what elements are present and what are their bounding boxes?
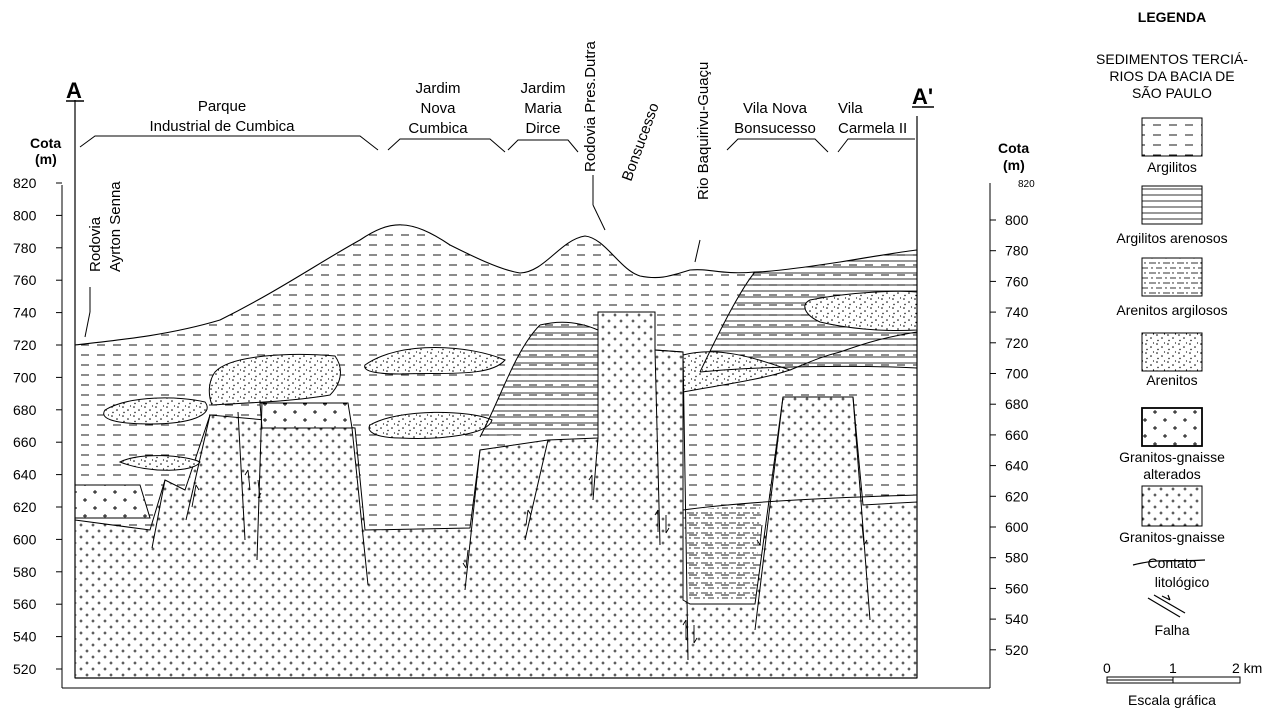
unit-arenitos-argilosos: [683, 505, 760, 602]
axis-tick-label: 600: [1005, 519, 1029, 535]
legend-label-arenitos: Arenitos: [1146, 372, 1197, 388]
location-nova-cumbica-2: Nova: [420, 100, 456, 117]
axis-tick-label: 700: [13, 369, 37, 385]
axis-tick-label: 520: [1005, 642, 1029, 658]
axis-tick-label: 700: [1005, 366, 1029, 382]
left-axis-title-1: Cota: [30, 135, 61, 151]
axis-tick-label: 720: [13, 337, 37, 353]
legend-swatch-argilitos: [1141, 117, 1203, 157]
axis-tick-label: 820: [13, 175, 37, 191]
legend: LEGENDA SEDIMENTOS TERCIÁ- RIOS DA BACIA…: [1096, 9, 1262, 708]
lithologic-contacts: [75, 271, 918, 519]
axis-tick-label: 560: [1005, 580, 1029, 596]
axis-tick-label: 680: [13, 402, 37, 418]
axis-tick-label: 640: [13, 467, 37, 483]
location-dutra: Rodovia Pres.Dutra: [582, 40, 599, 172]
axis-tick-label: 540: [1005, 611, 1029, 627]
legend-label-falha: Falha: [1154, 622, 1189, 638]
axis-tick-label: 760: [13, 272, 37, 288]
section-end-label: A': [912, 84, 933, 109]
location-ayrton-1: Rodovia: [87, 216, 104, 272]
unit-argilitos-arenosos-middle: [480, 322, 598, 437]
location-maria-dirce-1: Jardim: [520, 80, 565, 97]
legend-label-granitos-alterados-2: alterados: [1143, 466, 1201, 482]
axis-tick-label: 580: [1005, 550, 1029, 566]
legend-group-2: RIOS DA BACIA DE: [1109, 68, 1234, 84]
right-axis-title-2: (m): [1003, 157, 1025, 173]
axis-tick-label: 620: [1005, 488, 1029, 504]
axis-tick-label: 740: [13, 305, 37, 321]
legend-swatch-granitos-alterados: [1141, 407, 1203, 447]
axis-tick-label: 520: [13, 661, 37, 677]
axis-tick-label: 720: [1005, 335, 1029, 351]
axis-tick-label: 580: [13, 564, 37, 580]
scale-label-0: 0: [1103, 660, 1111, 676]
location-vila-carmela-2: Carmela II: [838, 120, 907, 137]
axis-tick-label: 660: [13, 434, 37, 450]
axis-tick-label: 640: [1005, 458, 1029, 474]
legend-group-3: SÃO PAULO: [1132, 85, 1212, 101]
legend-label-contato-1: Contato: [1147, 555, 1196, 571]
section-start-label: A: [66, 78, 82, 103]
legend-symbol-contato: [1132, 559, 1206, 566]
location-parque-1: Parque: [198, 98, 246, 115]
scale-caption: Escala gráfica: [1128, 692, 1216, 708]
legend-label-arenitos-argilosos: Arenitos argilosos: [1116, 302, 1227, 318]
axis-tick-label: 660: [1005, 427, 1029, 443]
axis-tick-label: 540: [13, 629, 37, 645]
legend-swatch-argilitos-arenosos: [1141, 185, 1203, 225]
legend-symbol-falha: [1147, 594, 1186, 618]
legend-label-contato-2: litológico: [1155, 574, 1210, 590]
legend-label-argilitos: Argilitos: [1147, 159, 1197, 175]
legend-label-granitos-alterados-1: Granitos-gnaisse: [1119, 449, 1225, 465]
scale-label-2: 2 km: [1232, 660, 1262, 676]
right-axis-top-tick: 820: [1018, 179, 1035, 190]
location-maria-dirce-2: Maria: [524, 100, 562, 117]
location-vila-nova-2: Bonsucesso: [734, 120, 816, 137]
axis-tick-label: 680: [1005, 396, 1029, 412]
axis-tick-label: 740: [1005, 304, 1029, 320]
location-labels: Parque Industrial de Cumbica Jardim Nova…: [79, 40, 915, 338]
section-body: [70, 100, 920, 679]
legend-swatch-arenitos-argilosos: [1141, 257, 1203, 297]
left-elevation-axis: Cota (m) 820 800 780 760 740 720 700 680 660 640 6…: [13, 135, 990, 689]
right-elevation-axis: Cota (m) 820 800 780 760 740 720 700 680 660 640…: [989, 140, 1035, 688]
legend-group-1: SEDIMENTOS TERCIÁ-: [1096, 51, 1248, 67]
axis-tick-label: 800: [1005, 212, 1029, 228]
right-axis-title-1: Cota: [998, 140, 1029, 156]
location-maria-dirce-3: Dirce: [525, 120, 560, 137]
location-baquirivu: Rio Baquirivu-Guaçu: [695, 62, 712, 200]
scale-bar: 0 1 2 km Escala gráfica: [1103, 660, 1262, 708]
axis-tick-label: 780: [13, 240, 37, 256]
legend-swatch-granitos: [1141, 485, 1203, 527]
axis-tick-label: 800: [13, 207, 37, 223]
legend-title: LEGENDA: [1138, 9, 1206, 25]
topographic-surface: [74, 224, 918, 346]
location-vila-carmela-1: Vila: [838, 100, 863, 117]
location-nova-cumbica-3: Cumbica: [408, 120, 468, 137]
scale-label-1: 1: [1169, 660, 1177, 676]
faults: [151, 349, 871, 661]
location-nova-cumbica-1: Jardim: [415, 80, 460, 97]
left-axis-title-2: (m): [35, 151, 57, 167]
location-vila-nova-1: Vila Nova: [743, 100, 808, 117]
location-parque-2: Industrial de Cumbica: [149, 118, 295, 135]
legend-label-argilitos-arenosos: Argilitos arenosos: [1116, 230, 1227, 246]
axis-tick-label: 780: [1005, 243, 1029, 259]
axis-tick-label: 760: [1005, 273, 1029, 289]
axis-tick-label: 560: [13, 596, 37, 612]
legend-label-granitos: Granitos-gnaisse: [1119, 529, 1225, 545]
axis-tick-label: 620: [13, 499, 37, 515]
location-ayrton-2: Ayrton Senna: [107, 181, 124, 272]
axis-tick-label: 600: [13, 531, 37, 547]
legend-swatch-arenitos: [1141, 332, 1203, 372]
